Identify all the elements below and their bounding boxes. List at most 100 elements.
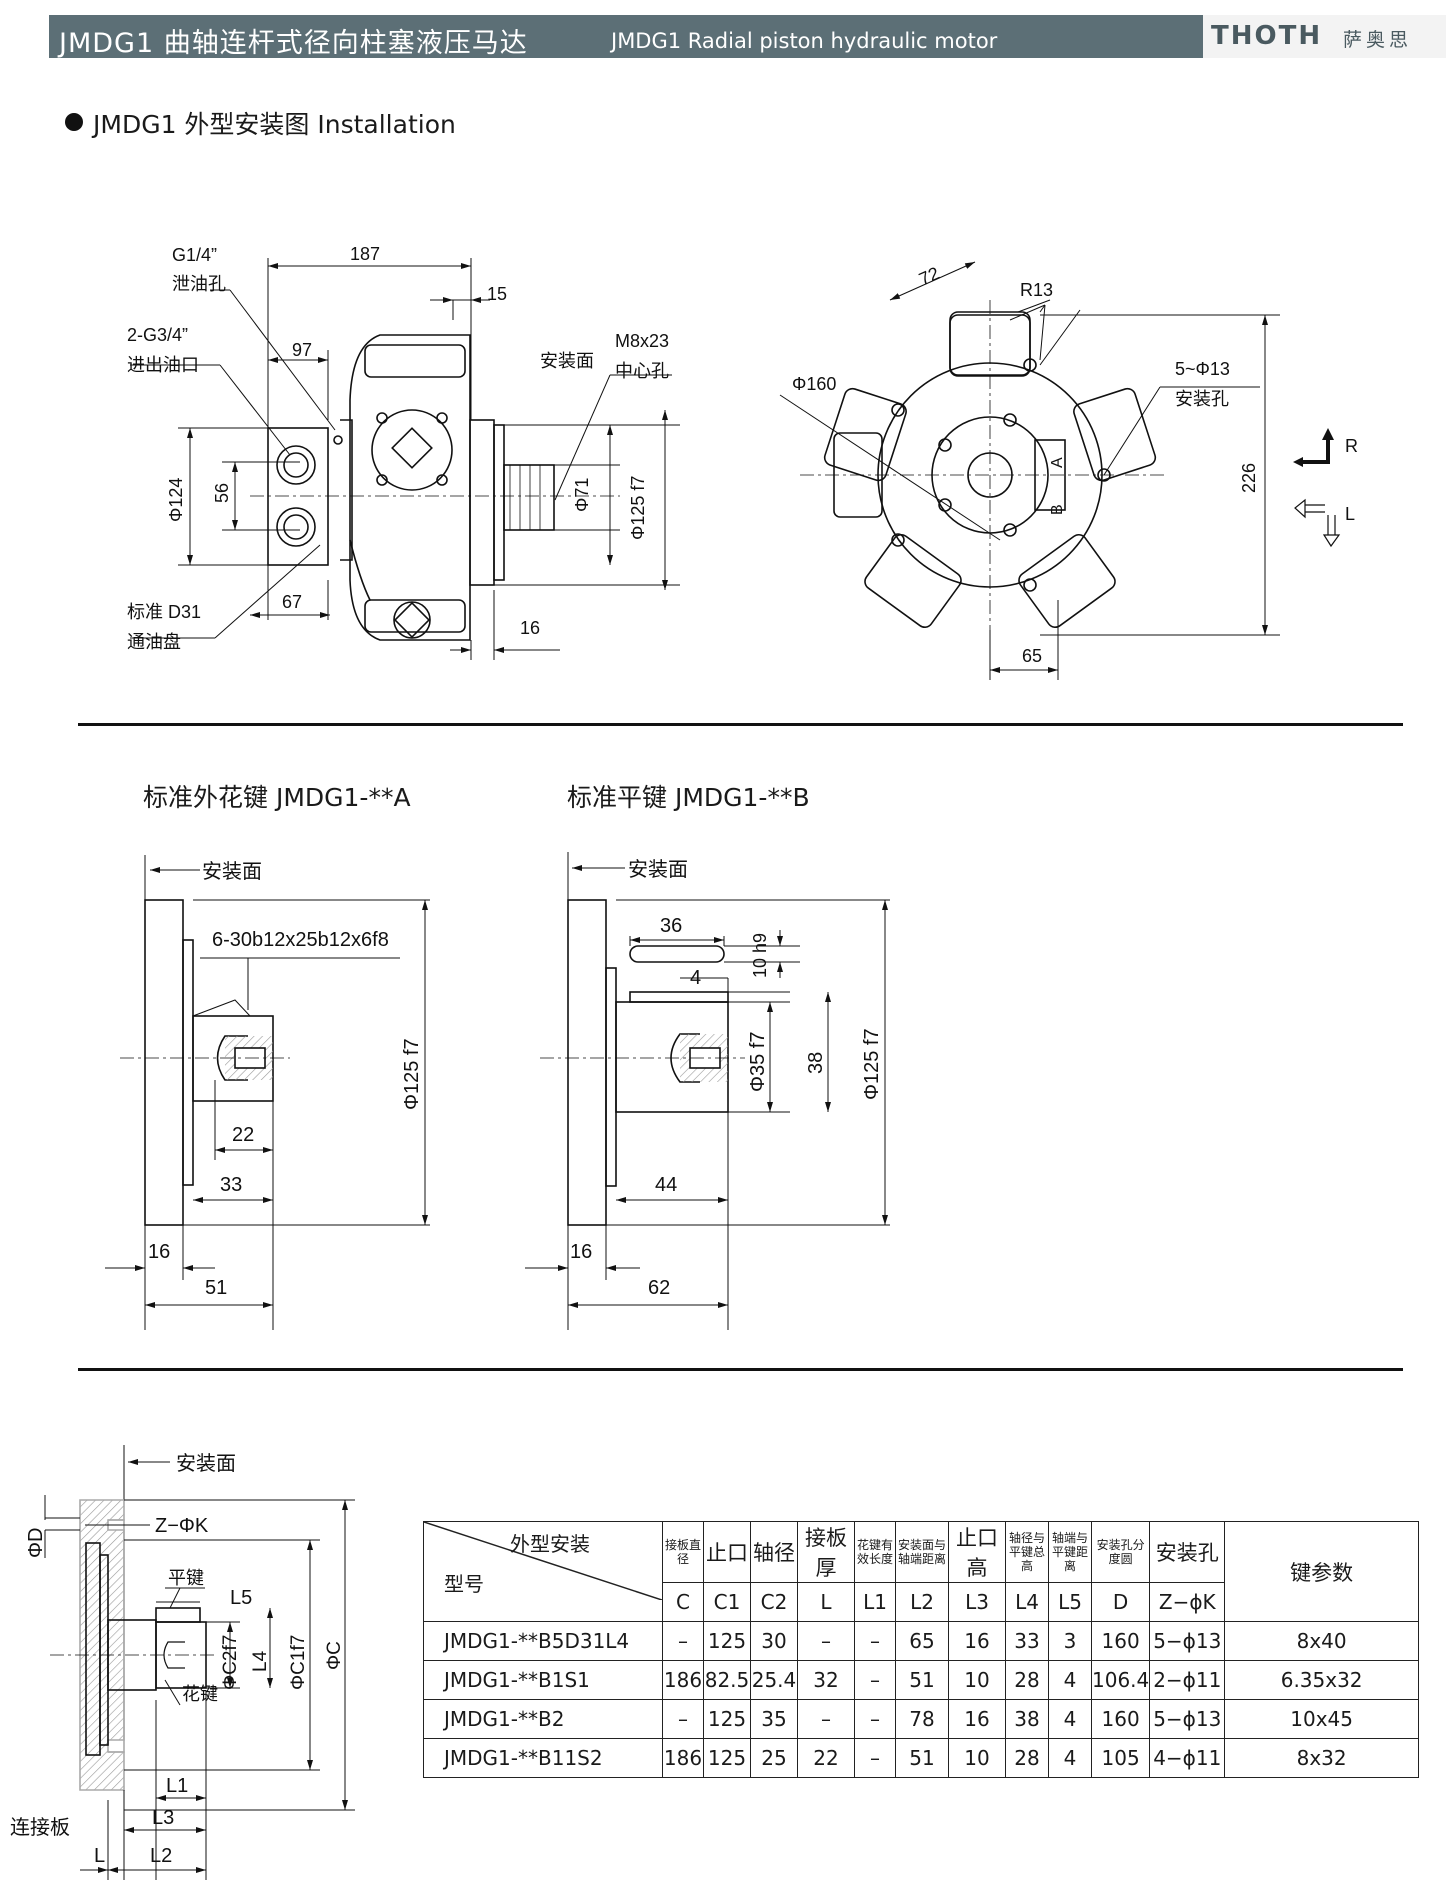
col-c1-sym: C1 <box>703 1582 751 1622</box>
value-cell: – <box>854 1660 896 1700</box>
drawing-front-view <box>779 261 1341 680</box>
col-d-cn: 安装孔分度圆 <box>1090 1521 1151 1583</box>
col-zk-cn: 安装孔 <box>1149 1521 1226 1583</box>
shaft-b-16: 16 <box>570 1241 592 1263</box>
drawing-shaft-a-text: 安装面 6-30b12x25b12x6f8 Φ125 f7 22 33 16 5… <box>148 860 423 1299</box>
value-cell: 186 <box>662 1660 704 1700</box>
col-c-cn: 接板直径 <box>662 1521 704 1583</box>
value-cell: – <box>662 1621 704 1661</box>
value-cell: – <box>854 1738 896 1778</box>
shaft-a-phi125: Φ125 f7 <box>401 1038 423 1110</box>
label-5-holes: 5~Φ13 <box>1175 359 1230 379</box>
value-cell: 32 <box>797 1660 855 1700</box>
generic-mount: 安装面 <box>176 1452 236 1475</box>
label-g14: G1/4” <box>172 245 217 265</box>
label-m8: M8x23 <box>615 331 669 351</box>
page-header: JMDG1 曲轴连杆式径向柱塞液压马达 JMDG1 Radial piston … <box>49 15 1203 59</box>
col-l2-sym: L2 <box>895 1582 949 1622</box>
shaft-a-51: 51 <box>205 1277 227 1299</box>
value-cell: 82.5 <box>703 1660 751 1700</box>
value-cell: 186 <box>662 1738 704 1778</box>
spec-table: 外型安装 型号 接板直径 止口 轴径 接板厚 花键有效长度 安装面与轴端距离 止… <box>423 1521 1419 1778</box>
col-c-sym: C <box>662 1582 704 1622</box>
shaft-b-mount: 安装面 <box>628 858 688 881</box>
value-cell: 16 <box>948 1699 1006 1739</box>
label-plate: 通油盘 <box>127 632 181 652</box>
value-cell: 38 <box>1005 1699 1049 1739</box>
value-cell: 33 <box>1005 1621 1049 1661</box>
dim-phi124: Φ124 <box>166 478 186 522</box>
drawing-shaft-b <box>525 852 890 1330</box>
drawing-side-view <box>130 258 680 660</box>
generic-l1: L1 <box>166 1775 188 1797</box>
value-cell: 8x32 <box>1224 1738 1419 1778</box>
generic-phic: ΦC <box>324 1641 345 1670</box>
table-corner-cell: 外型安装 型号 <box>423 1521 663 1622</box>
shaft-b-phi125: Φ125 f7 <box>861 1028 883 1100</box>
dim-phi71: Φ71 <box>572 478 592 512</box>
value-cell: 4−ϕ11 <box>1149 1738 1226 1778</box>
value-cell: 5−ϕ13 <box>1149 1621 1226 1661</box>
dim-15: 15 <box>487 284 507 304</box>
value-cell: 160 <box>1090 1699 1151 1739</box>
generic-l: L <box>94 1845 105 1867</box>
brand-cn: 萨奥思 <box>1343 29 1413 51</box>
dim-97: 97 <box>292 340 312 360</box>
value-cell: – <box>662 1699 704 1739</box>
col-l5-sym: L5 <box>1048 1582 1092 1622</box>
value-cell: 8x40 <box>1224 1621 1419 1661</box>
model-cell: JMDG1-**B2 <box>423 1699 663 1739</box>
value-cell: 10 <box>948 1660 1006 1700</box>
value-cell: 4 <box>1048 1738 1092 1778</box>
value-cell: 6.35x32 <box>1224 1660 1419 1700</box>
value-cell: 2−ϕ11 <box>1149 1660 1226 1700</box>
section-title: JMDG1 外型安装图 Installation <box>65 105 456 141</box>
shaft-b-36: 36 <box>660 915 682 937</box>
label-drain: 泄油孔 <box>172 274 226 294</box>
label-r: R <box>1345 436 1358 456</box>
col-d-sym: D <box>1090 1582 1151 1622</box>
generic-flat-key: 平键 <box>168 1568 204 1588</box>
col-l1-sym: L1 <box>854 1582 896 1622</box>
generic-phic2: ΦC2f7 <box>220 1635 241 1690</box>
generic-adapter-plate: 连接板 <box>10 1816 70 1839</box>
drawing-shaft-a <box>105 855 430 1330</box>
label-r13: R13 <box>1020 280 1053 300</box>
col-l5-cn: 轴端与平键距离 <box>1048 1521 1092 1583</box>
value-cell: 25.4 <box>750 1660 798 1700</box>
col-zk-sym: Z−ϕK <box>1149 1582 1226 1622</box>
value-cell: 106.4 <box>1090 1660 1151 1700</box>
value-cell: 4 <box>1048 1660 1092 1700</box>
value-cell: – <box>854 1699 896 1739</box>
value-cell: – <box>797 1699 855 1739</box>
value-cell: 10x45 <box>1224 1699 1419 1739</box>
value-cell: 51 <box>895 1660 949 1700</box>
label-d31: 标准 D31 <box>127 602 201 622</box>
dim-56: 56 <box>212 483 232 503</box>
generic-l5: L5 <box>230 1587 252 1609</box>
col-c1-cn: 止口 <box>703 1521 751 1583</box>
shaft-b-title: 标准平键 JMDG1-**B <box>567 783 810 812</box>
generic-l4: L4 <box>250 1650 271 1672</box>
title-cn: JMDG1 曲轴连杆式径向柱塞液压马达 <box>59 28 528 59</box>
value-cell: 125 <box>703 1699 751 1739</box>
value-cell: 78 <box>895 1699 949 1739</box>
dim-72: 72 <box>916 263 942 289</box>
generic-phid: ΦD <box>25 1528 47 1558</box>
value-cell: 51 <box>895 1738 949 1778</box>
value-cell: – <box>854 1621 896 1661</box>
value-cell: 25 <box>750 1738 798 1778</box>
label-mount: 安装面 <box>540 351 594 371</box>
col-key: 键参数 <box>1224 1521 1419 1622</box>
value-cell: – <box>797 1621 855 1661</box>
value-cell: 28 <box>1005 1738 1049 1778</box>
value-cell: 22 <box>797 1738 855 1778</box>
label-l: L <box>1345 504 1355 524</box>
value-cell: 16 <box>948 1621 1006 1661</box>
shaft-b-44: 44 <box>655 1174 677 1196</box>
